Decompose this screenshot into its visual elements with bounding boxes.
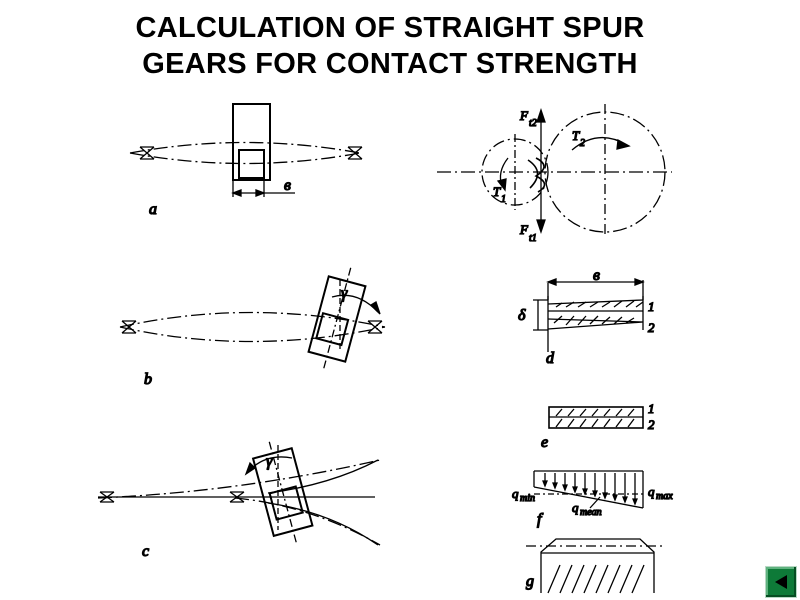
panel-e-layer-2: 2 <box>648 417 655 432</box>
panel-a-gear-inner <box>238 149 265 179</box>
force-ft2-label: F <box>519 108 529 123</box>
panel-a-width-dim <box>231 180 295 197</box>
load-qmean-label: q <box>572 500 579 515</box>
torque-t1-subscript: 1 <box>501 194 506 205</box>
panel-c-tilted-gear <box>251 441 314 544</box>
torque-t2-label: T <box>572 128 580 143</box>
panel-f-label: f <box>537 511 544 528</box>
panel-b-shaft <box>119 311 386 343</box>
torque-t2-subscript: 2 <box>580 138 585 149</box>
panel-d-delta-label: δ <box>518 307 526 324</box>
panel-c-shaft <box>97 459 381 546</box>
panel-g-label: g <box>526 573 534 590</box>
panel-d-layer-2: 2 <box>648 320 655 335</box>
panel-c-angle-label: γ <box>266 453 273 470</box>
title-line-2: GEARS FOR CONTACT STRENGTH <box>142 48 638 80</box>
panel-c-angle-arrow <box>244 461 257 476</box>
panel-d-width-label: в <box>593 267 600 284</box>
force-ft1-subscript: t1 <box>529 233 537 244</box>
panel-e-strip <box>548 406 644 429</box>
panel-a-shaft <box>129 141 363 165</box>
force-ft2-subscript: t2 <box>529 118 537 129</box>
panel-b-angle-label: γ <box>341 285 348 302</box>
panel-b-angle-arrow <box>369 301 381 315</box>
load-qmean-subscript: mean <box>580 507 602 518</box>
slide-title: CALCULATION OF STRAIGHT SPUR GEARS FOR C… <box>0 10 780 82</box>
load-qmin-label: q <box>512 486 519 501</box>
gear-mesh <box>437 104 672 238</box>
title-line-1: CALCULATION OF STRAIGHT SPUR <box>135 12 645 44</box>
panel-a-gear-outer <box>232 103 271 181</box>
force-ft1-label: F <box>519 222 529 237</box>
panel-c-label: c <box>142 543 149 560</box>
panel-d-layer-1: 1 <box>648 299 655 314</box>
panel-b-tilted-gear <box>307 267 367 371</box>
panel-e-label: e <box>541 434 548 451</box>
left-triangle-icon <box>775 575 787 589</box>
load-qmin-subscript: min <box>520 493 535 504</box>
load-qmax-label: q <box>648 484 655 499</box>
panel-d-label: d <box>546 350 555 367</box>
panel-e-layer-1: 1 <box>648 401 655 416</box>
panel-f-load-diagram <box>533 470 644 509</box>
torque-t1-label: T <box>493 184 501 199</box>
panel-a-label: a <box>149 201 157 218</box>
panel-a-width-label: в <box>284 177 291 194</box>
panel-g-tooth-profile <box>526 538 665 594</box>
load-qmax-subscript: max <box>656 491 673 502</box>
back-nav-button[interactable] <box>765 566 797 598</box>
panel-b-label: b <box>144 371 152 388</box>
panel-d-wedge <box>533 278 645 352</box>
